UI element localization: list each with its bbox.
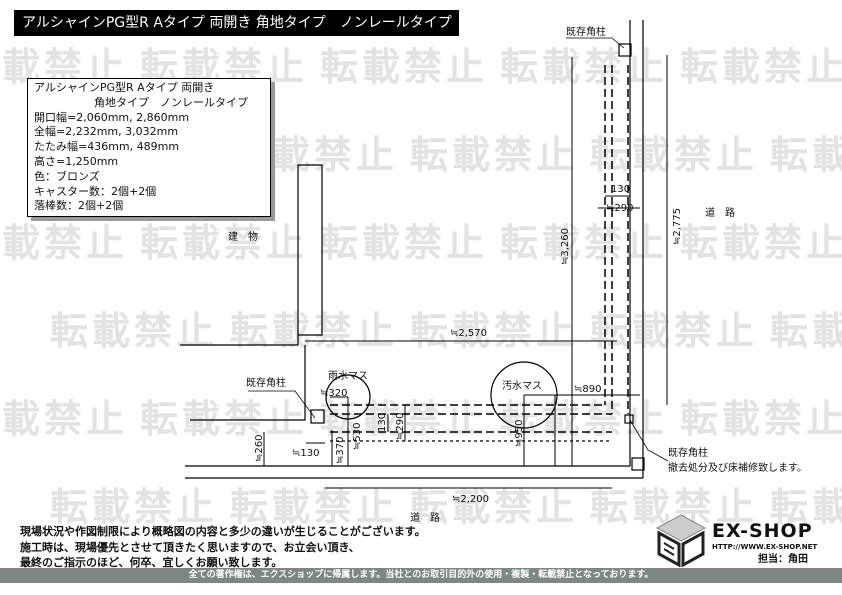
- watermark-text: 転載禁止: [590, 133, 758, 177]
- spec-line: 色：ブロンズ: [34, 169, 100, 183]
- post-right-note: 撤去処分及び床補修致します。: [668, 461, 807, 474]
- dim-290-mid: ≒290: [395, 413, 406, 440]
- rain-basin-label: 雨水マス: [328, 370, 368, 382]
- dim-370: ≒370: [335, 437, 346, 464]
- watermark-text: 転載禁止: [0, 397, 128, 441]
- dim-320: ≒320: [320, 388, 347, 399]
- dim-290-top: ≒290: [606, 203, 633, 214]
- spec-line: 開口幅=2,060mm, 2,860mm: [34, 110, 190, 124]
- watermark-text: 転載禁止: [680, 45, 842, 89]
- watermark-text: 転載禁止: [140, 221, 308, 265]
- watermark-text: 転載禁止: [410, 485, 578, 529]
- spec-line: 角地タイプ ノンレールタイプ: [94, 95, 248, 109]
- building-outline: [180, 164, 323, 346]
- dim-950: ≒950: [514, 420, 525, 447]
- note-line: 施工時は、現場優先とさせて頂きたく思いますので、お立会い頂き、: [20, 540, 360, 554]
- watermark-text: 転載禁止: [230, 485, 398, 529]
- spec-line: アルシャインPG型R Aタイプ 両開き: [34, 81, 215, 94]
- post-top: [618, 43, 632, 57]
- brand-url: HTTP://WWW.EX-SHOP.NET: [712, 543, 818, 551]
- post-left: [310, 409, 325, 424]
- road-right-label: 道 路: [705, 206, 735, 219]
- post-corner: [631, 457, 645, 471]
- watermark-text: 転載禁止: [680, 221, 842, 265]
- watermark-text: 転載禁止: [770, 485, 842, 529]
- drawing-title: アルシャインPG型R Aタイプ 両開き 角地タイプ ノンレールタイプ: [14, 10, 459, 36]
- post-right-label: 既存角柱: [668, 446, 708, 459]
- watermark-text: 転載禁止: [500, 45, 668, 89]
- dimension-lines: [263, 55, 668, 489]
- watermark-text: 転載禁止: [590, 309, 758, 353]
- gate-outlines: [330, 65, 629, 433]
- road-bottom-label: 道 路: [410, 511, 440, 524]
- watermark-text: 転載禁止: [0, 221, 128, 265]
- watermark-text: 転載禁止: [500, 221, 668, 265]
- watermark-text: 転載禁止: [770, 309, 842, 353]
- dim-2775: ≒2,775: [672, 208, 683, 245]
- post-left-label: 既存角柱: [246, 376, 286, 389]
- spec-line: 落棒数：2個+2個: [34, 199, 124, 213]
- note-line: 最終のご指示のほど、何卒、宜しくお願い致します。: [20, 556, 283, 569]
- watermark-text: 転載禁止: [50, 485, 218, 529]
- notes: 現場状況や作図制限により概略図の内容と多少の違いが生じることがございます。 施工…: [20, 524, 426, 571]
- watermark-text: 転載禁止: [410, 309, 578, 353]
- dim-130-left: ≒130: [292, 448, 319, 459]
- dim-260: ≒260: [254, 435, 265, 462]
- staff-name: 担当：角田: [758, 554, 808, 565]
- dim-2200: ≒2,200: [452, 494, 489, 505]
- spec-line: 高さ=1,250mm: [34, 154, 119, 168]
- spec-line: たたみ幅=436mm, 489mm: [34, 140, 180, 154]
- copyright-footer: 全ての著作権は、エクスショップに帰属します。当社とのお取引目的外の使用・複製・転…: [0, 568, 842, 583]
- dim-3260: ≒3,260: [560, 228, 571, 265]
- sewage-basin-label: 汚水マス: [502, 379, 542, 392]
- dim-130-mid: 130: [377, 413, 388, 432]
- dim-130-top: 130: [611, 184, 630, 195]
- ex-shop-logo-icon: [655, 514, 707, 567]
- spec-line: キャスター数：2個+2個: [34, 184, 157, 198]
- watermark-text: 転載禁止: [410, 133, 578, 177]
- spec-line: 全幅=2,232mm, 3,032mm: [34, 125, 179, 139]
- spec-box: アルシャインPG型R Aタイプ 両開き 角地タイプ ノンレールタイプ 開口幅=2…: [27, 78, 271, 218]
- post-right: [624, 414, 634, 424]
- building-corner: [190, 345, 306, 421]
- watermark-text: 転載禁止: [770, 133, 842, 177]
- watermark-text: 転載禁止: [50, 309, 218, 353]
- watermark-text: 転載禁止: [140, 397, 308, 441]
- watermark-text: 転載禁止: [320, 45, 488, 89]
- watermark-text: 転載禁止: [320, 221, 488, 265]
- dim-890: ≒890: [574, 384, 601, 395]
- brand-name: EX-SHOP: [712, 520, 813, 542]
- watermark-text: 転載禁止: [680, 397, 842, 441]
- watermark-text: 転載禁止: [230, 309, 398, 353]
- building-label: 建 物: [228, 230, 258, 243]
- leader-lines: [248, 37, 669, 462]
- post-top-label: 既存角柱: [566, 25, 606, 38]
- dim-530: ≒530: [352, 423, 363, 450]
- dim-2570: ≒2,570: [450, 328, 487, 339]
- note-line: 現場状況や作図制限により概略図の内容と多少の違いが生じることがございます。: [20, 525, 426, 538]
